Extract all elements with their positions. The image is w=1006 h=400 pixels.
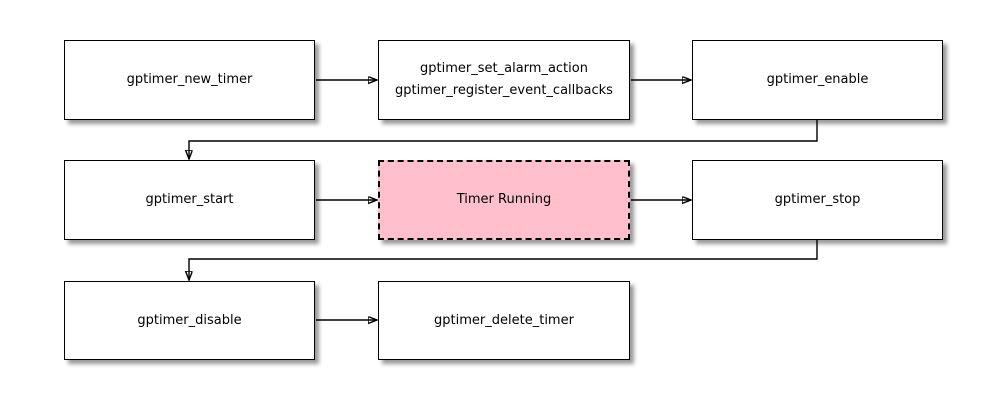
node-label: Timer Running <box>456 192 552 207</box>
node-gptimer-start: gptimer_start <box>64 160 315 240</box>
node-gptimer-enable: gptimer_enable <box>692 40 943 120</box>
node-label: gptimer_new_timer <box>126 72 253 87</box>
connector-enable-to-start <box>189 120 818 159</box>
node-label: gptimer_delete_timer <box>434 312 574 328</box>
node-label: gptimer_start <box>145 192 234 207</box>
node-label: gptimer_disable <box>137 312 242 328</box>
node-gptimer-stop: gptimer_stop <box>692 160 943 240</box>
connector-stop-to-disable <box>189 240 818 280</box>
node-gptimer-delete-timer: gptimer_delete_timer <box>378 281 630 360</box>
node-gptimer-new-timer: gptimer_new_timer <box>64 40 315 120</box>
node-label: gptimer_stop <box>774 192 861 207</box>
node-label: gptimer_enable <box>766 72 869 87</box>
node-label-line1: gptimer_set_alarm_action <box>420 61 588 76</box>
node-gptimer-set-alarm-action: gptimer_set_alarm_action gptimer_registe… <box>378 40 630 120</box>
node-label-line2: gptimer_register_event_callbacks <box>395 83 613 98</box>
node-timer-running: Timer Running <box>378 160 630 240</box>
node-gptimer-disable: gptimer_disable <box>64 281 315 360</box>
